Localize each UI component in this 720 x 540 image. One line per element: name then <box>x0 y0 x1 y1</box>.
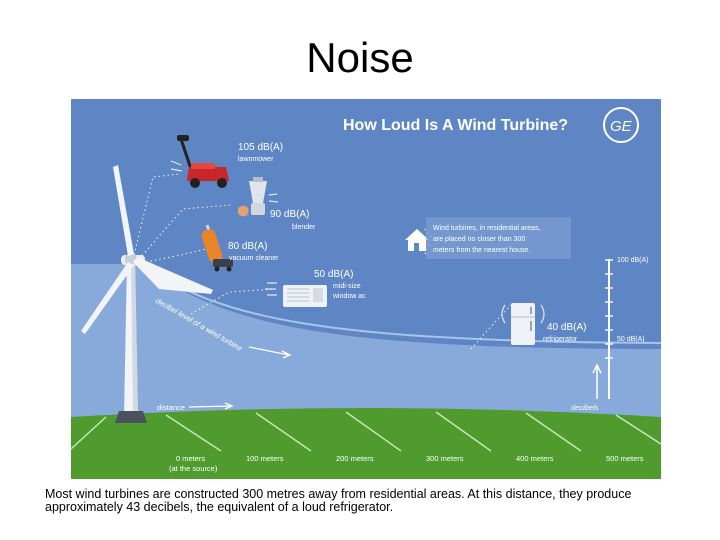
house-note-line3: meters from the nearest house. <box>433 247 530 254</box>
refrigerator-icon <box>501 303 545 345</box>
distance-tick-200: 200 meters <box>336 454 374 463</box>
house-icon <box>405 229 429 251</box>
grass-grid-lines <box>71 411 661 452</box>
wind-turbine <box>81 165 213 423</box>
source-name-refrigerator: refrigerator <box>543 336 578 343</box>
distance-arrow <box>188 402 234 410</box>
house-note-line2: are placed no closer than 300 <box>433 236 525 243</box>
source-name-vacuum: vacuum cleaner <box>229 255 279 262</box>
source-name-ac-line2: window ac <box>332 293 366 300</box>
caption-line-1: Most wind turbines are constructed 300 m… <box>45 487 632 501</box>
source-name-blender: blender <box>292 224 316 231</box>
svg-text:GE: GE <box>610 118 633 135</box>
ge-logo: GE <box>603 107 639 143</box>
decibels-arrow <box>592 363 602 399</box>
source-name-ac: midi-size <box>333 283 361 290</box>
distance-tick-300: 300 meters <box>426 454 464 463</box>
decibels-label: decibels <box>571 403 599 412</box>
slide-title: Noise <box>306 34 414 81</box>
infographic-title: How Loud Is A Wind Turbine? <box>343 117 568 134</box>
curve-arrow <box>248 346 292 359</box>
decibel-band <box>71 264 661 417</box>
source-level-refrigerator: 40 dB(A) <box>547 322 586 333</box>
source-level-lawnmower: 105 dB(A) <box>238 142 283 153</box>
distance-tick-note: (at the source) <box>169 464 218 473</box>
house-note-line1: Wind turbines, in residential areas, <box>433 225 540 232</box>
wind-turbine-infographic: 0 meters (at the source) 100 meters 200 … <box>71 99 661 479</box>
grass <box>71 408 661 479</box>
air-conditioner-icon <box>265 282 327 307</box>
scale-label-50: 50 dB(A) <box>617 336 645 343</box>
house-note-box <box>426 217 571 259</box>
distance-tick-400: 400 meters <box>516 454 554 463</box>
distance-label: distance <box>157 403 185 412</box>
blender-icon <box>237 177 279 217</box>
source-level-vacuum: 80 dB(A) <box>228 241 267 252</box>
caption-line-2: approximately 43 decibels, the equivalen… <box>45 500 394 514</box>
vacuum-icon <box>201 224 233 272</box>
source-name-lawnmower: lawnmower <box>238 156 274 163</box>
distance-tick-500: 500 meters <box>606 454 644 463</box>
distance-tick-0: 0 meters <box>176 454 205 463</box>
slide-caption: Most wind turbines are constructed 300 m… <box>45 488 685 514</box>
source-level-blender: 90 dB(A) <box>270 209 309 220</box>
scale-label-100: 100 dB(A) <box>617 257 649 264</box>
lawnmower-icon <box>170 135 229 188</box>
source-level-ac: 50 dB(A) <box>314 269 353 280</box>
distance-tick-100: 100 meters <box>246 454 284 463</box>
